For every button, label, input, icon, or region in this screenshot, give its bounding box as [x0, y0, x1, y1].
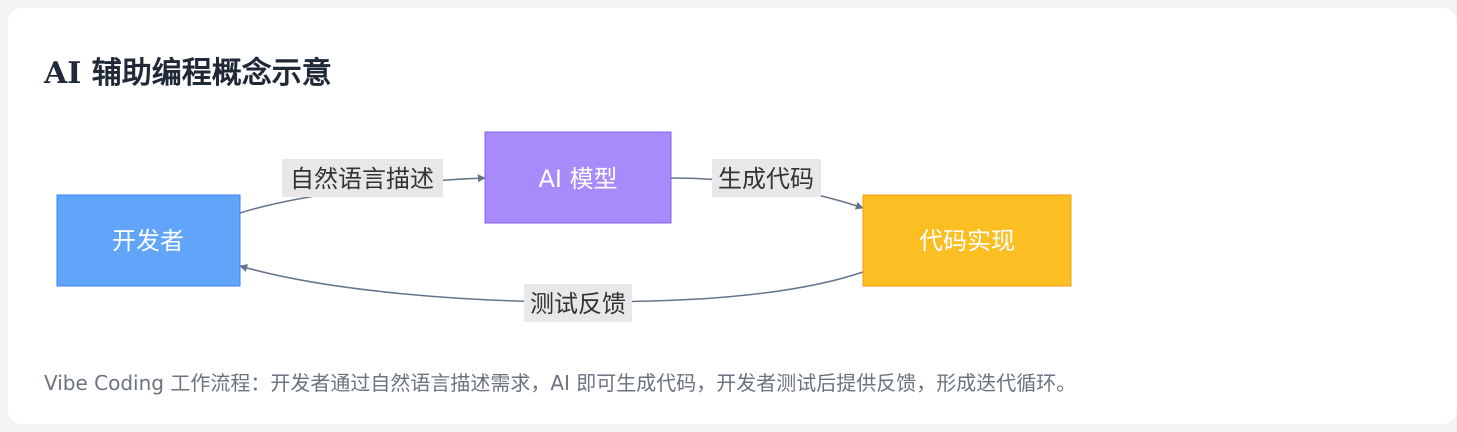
page-title: AI 辅助编程概念示意 [44, 56, 332, 91]
node-developer: 开发者 [56, 194, 241, 287]
diagram-caption: Vibe Coding 工作流程：开发者通过自然语言描述需求，AI 即可生成代码… [44, 371, 1077, 395]
node-developer-label: 开发者 [112, 227, 184, 255]
edge-label-generate: 生成代码 [712, 159, 821, 197]
node-implementation-label: 代码实现 [919, 227, 1015, 255]
edge-label-generate-text: 生成代码 [718, 165, 814, 193]
edge-label-describe-text: 自然语言描述 [290, 165, 434, 193]
edge-label-describe: 自然语言描述 [282, 159, 443, 197]
edge-label-feedback: 测试反馈 [524, 284, 632, 322]
diagram-card [8, 8, 1457, 424]
node-implementation: 代码实现 [862, 194, 1072, 287]
node-ai-model: AI 模型 [484, 131, 672, 224]
node-ai-model-label: AI 模型 [538, 165, 617, 193]
edge-label-feedback-text: 测试反馈 [530, 290, 626, 318]
